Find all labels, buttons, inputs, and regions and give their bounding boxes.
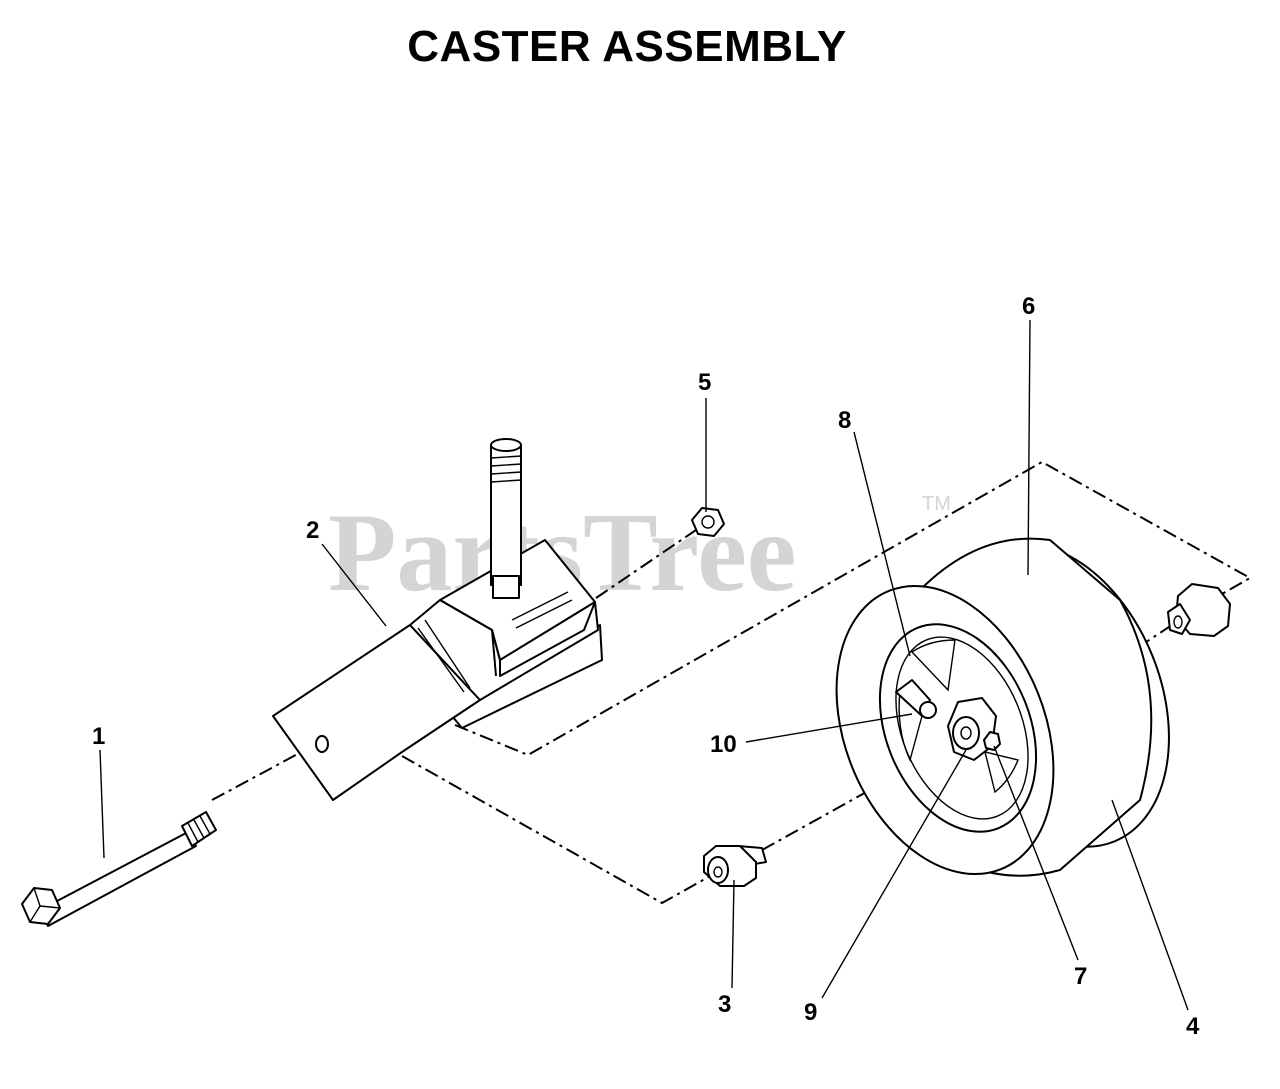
caster-wheel	[835, 537, 1170, 877]
callout-3: 3	[718, 991, 731, 1018]
callout-2: 2	[306, 517, 319, 544]
callout-9: 9	[804, 999, 817, 1026]
left-spacer	[703, 845, 767, 887]
callout-5: 5	[698, 369, 711, 396]
hub-nut	[983, 731, 1001, 751]
callout-8: 8	[838, 407, 851, 434]
callout-4: 4	[1186, 1013, 1200, 1040]
parts-tree-watermark: PartsTree TM	[328, 491, 951, 615]
callout-10: 10	[710, 731, 737, 758]
stem-nut	[691, 507, 725, 537]
right-spacer	[1167, 583, 1231, 637]
page-title: CASTER ASSEMBLY	[407, 22, 847, 71]
callout-6: 6	[1022, 293, 1035, 320]
caster-fork	[272, 438, 603, 801]
axle-bolt	[21, 811, 217, 927]
callout-1: 1	[92, 723, 105, 750]
watermark-trademark: TM	[922, 493, 951, 515]
callout-labels: 1 2 3 4 5 6 7 8 9 10	[92, 293, 1200, 1040]
leader-lines	[99, 319, 1189, 1011]
grease-fitting	[895, 679, 937, 719]
callout-7: 7	[1074, 963, 1087, 990]
wheel-hub	[947, 697, 997, 761]
